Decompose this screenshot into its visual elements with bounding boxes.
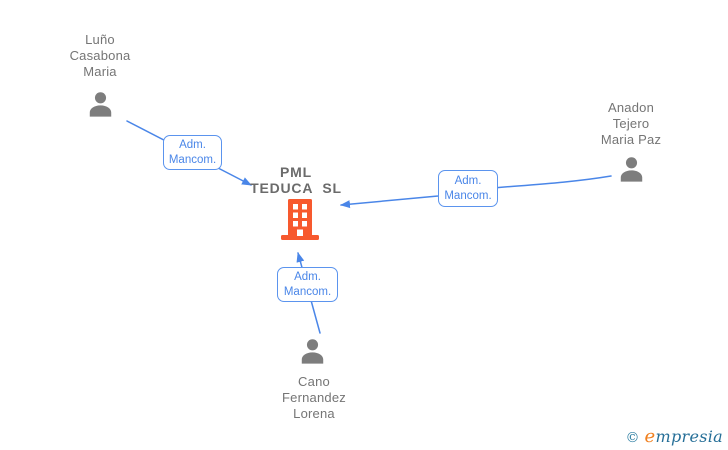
edge-label-line: Mancom. bbox=[168, 153, 217, 166]
edge-label-line: Mancom. bbox=[283, 285, 332, 298]
company-name-line: PML bbox=[280, 164, 312, 180]
person-icon bbox=[620, 157, 643, 182]
person-name-line: Casabona bbox=[69, 48, 131, 63]
brand-wordmark: empresia bbox=[645, 426, 723, 447]
edge-label-line: Adm. bbox=[294, 270, 321, 283]
person-name-line: Luño bbox=[85, 32, 115, 47]
person-icon[interactable] bbox=[616, 154, 647, 186]
edge-label-line: Adm. bbox=[454, 174, 482, 187]
edge-label-line: Mancom. bbox=[444, 189, 492, 202]
person-icon[interactable] bbox=[297, 336, 328, 368]
company-building-icon[interactable] bbox=[276, 194, 324, 244]
person-name-line: Lorena bbox=[293, 406, 335, 421]
edge-label-adm-mancom-bottom[interactable]: Adm. Mancom. bbox=[277, 267, 338, 302]
brand-first-letter: e bbox=[644, 426, 656, 447]
building-icon bbox=[281, 199, 319, 240]
company-name-line: TEDUCA SL bbox=[250, 180, 342, 196]
person-icon bbox=[89, 92, 112, 117]
brand-rest: mpresia bbox=[655, 427, 723, 446]
person-name-line: Cano bbox=[298, 374, 330, 389]
company-node-pml-teduca-sl[interactable]: PML TEDUCA SL bbox=[226, 164, 366, 196]
edge-label-line: Adm. bbox=[179, 138, 206, 151]
edge-label-adm-mancom-left[interactable]: Adm. Mancom. bbox=[163, 135, 222, 170]
edge-label-adm-mancom-right[interactable]: Adm. Mancom. bbox=[438, 170, 498, 207]
person-node-anadon-tejero-maria-paz[interactable]: Anadon Tejero Maria Paz bbox=[566, 100, 696, 148]
person-node-luno-casabona-maria[interactable]: Luño Casabona Maria bbox=[35, 32, 165, 80]
person-icon bbox=[301, 339, 324, 364]
person-icon[interactable] bbox=[85, 89, 116, 121]
person-name-line: Maria Paz bbox=[600, 132, 662, 147]
empresia-logo[interactable]: © empresia bbox=[626, 426, 723, 447]
person-name-line: Tejero bbox=[612, 116, 650, 131]
person-name-line: Maria bbox=[83, 64, 117, 79]
copyright-icon: © bbox=[625, 430, 640, 446]
person-name-line: Anadon bbox=[607, 100, 655, 115]
person-node-cano-fernandez-lorena[interactable]: Cano Fernandez Lorena bbox=[249, 374, 379, 422]
person-name-line: Fernandez bbox=[282, 390, 346, 405]
